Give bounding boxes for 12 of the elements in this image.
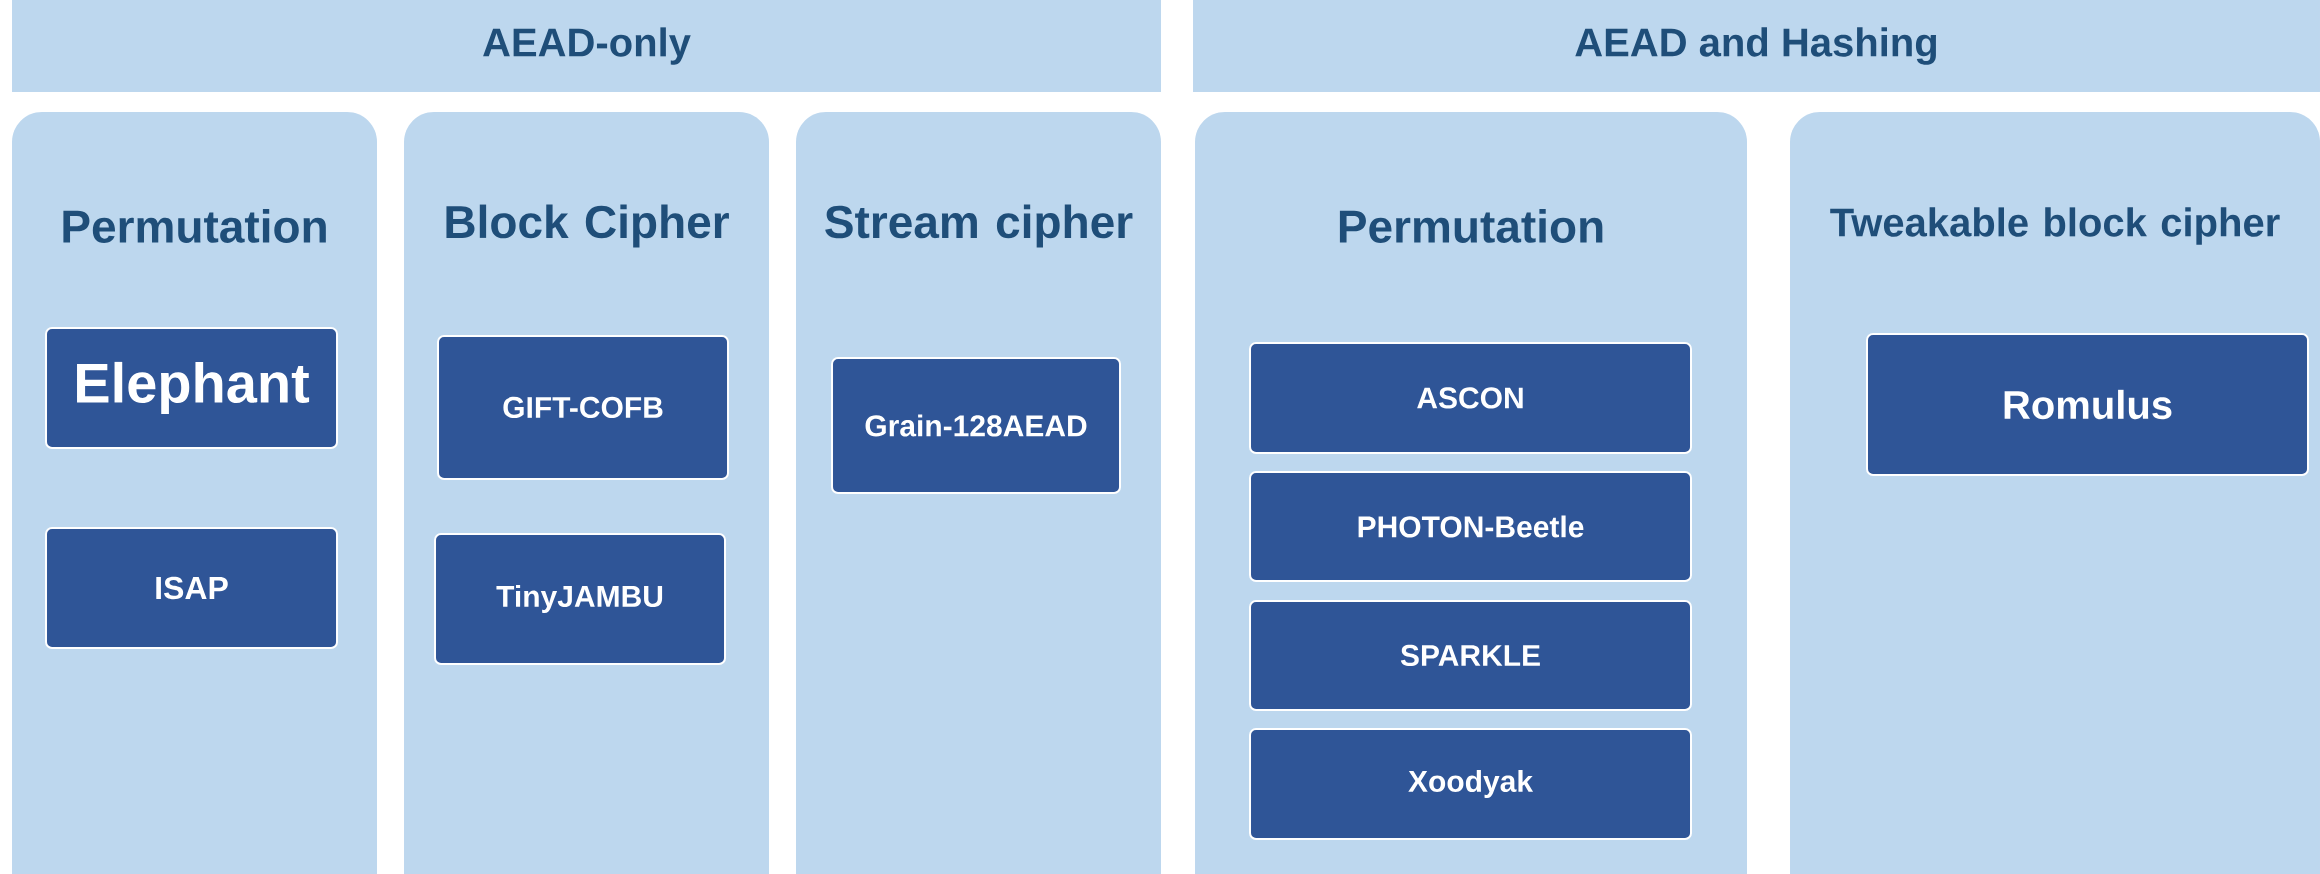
algorithm-box: SPARKLE <box>1249 600 1692 711</box>
algorithm-box: Elephant <box>45 327 338 449</box>
algorithm-box: Xoodyak <box>1249 728 1692 840</box>
algorithm-box: PHOTON-Beetle <box>1249 471 1692 582</box>
algorithm-box: Grain-128AEAD <box>831 357 1121 494</box>
algorithm-box: TinyJAMBU <box>434 533 726 665</box>
group-header-band: AEAD-only <box>12 0 1161 92</box>
algorithm-box: GIFT-COFB <box>437 335 729 480</box>
algorithm-box: ASCON <box>1249 342 1692 454</box>
algorithm-box: Romulus <box>1866 333 2309 476</box>
group-header-band: AEAD and Hashing <box>1193 0 2320 92</box>
algorithm-box: ISAP <box>45 527 338 649</box>
